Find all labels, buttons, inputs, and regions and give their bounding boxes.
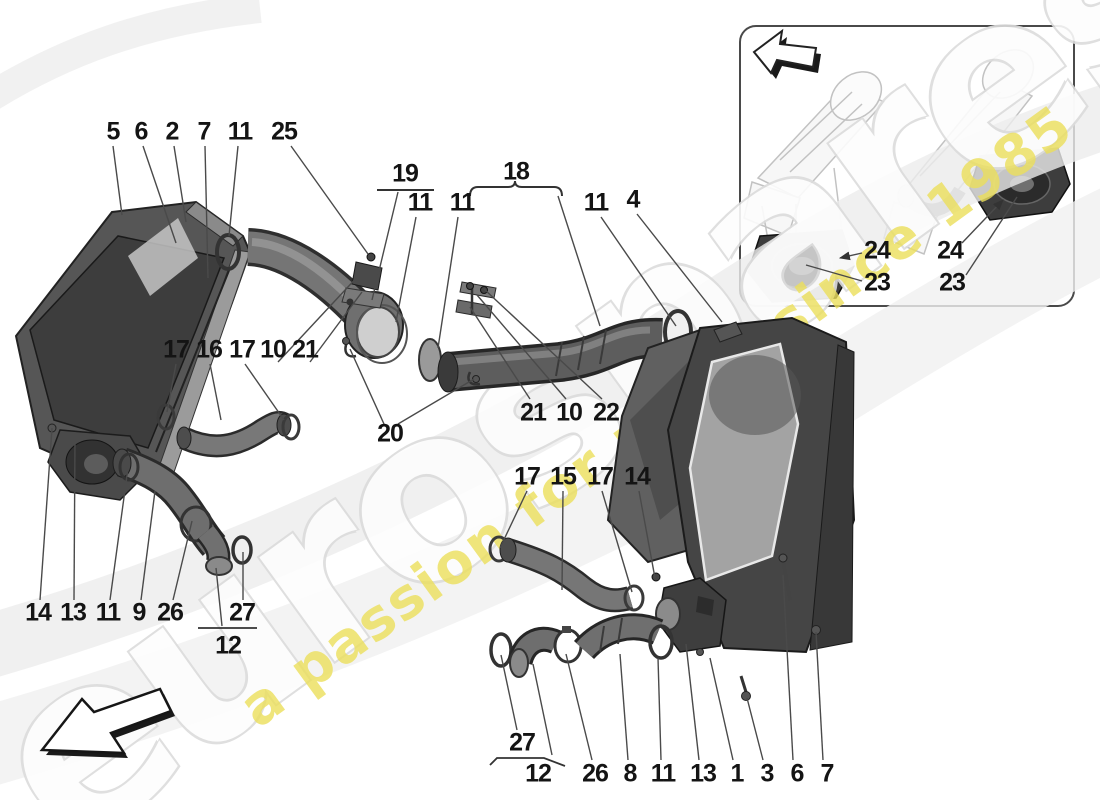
part-number-label-14: 14 (25, 598, 52, 627)
part-number-label-3: 3 (760, 759, 775, 788)
part-number-label-11: 11 (407, 188, 433, 217)
part-number-label-24: 24 (864, 236, 891, 265)
part-number-label-2: 2 (165, 117, 180, 146)
part-number-label-20: 20 (377, 419, 404, 448)
part-number-label-14: 14 (624, 462, 651, 491)
part-number-label-10: 10 (260, 335, 287, 364)
part-number-label-11: 11 (449, 188, 475, 217)
part-number-label-12: 12 (215, 631, 242, 660)
part-number-label-6: 6 (134, 117, 149, 146)
part-number-label-10: 10 (556, 398, 583, 427)
part-number-label-17: 17 (229, 335, 256, 364)
part-number-label-21: 21 (520, 398, 547, 427)
part-number-label-19: 19 (392, 159, 419, 188)
part-number-label-12: 12 (525, 759, 552, 788)
part-number-label-17: 17 (514, 462, 541, 491)
part-number-label-18: 18 (503, 157, 530, 186)
part-number-label-21: 21 (292, 335, 319, 364)
part-number-label-22: 22 (593, 398, 620, 427)
part-number-label-13: 13 (60, 598, 87, 627)
part-number-label-5: 5 (106, 117, 121, 146)
part-number-label-11: 11 (227, 117, 253, 146)
part-number-label-15: 15 (550, 462, 577, 491)
part-number-label-23: 23 (864, 268, 891, 297)
part-number-label-17: 17 (587, 462, 614, 491)
part-number-label-11: 11 (650, 759, 676, 788)
part-number-label-6: 6 (790, 759, 805, 788)
part-number-label-11: 11 (583, 188, 609, 217)
part-number-label-7: 7 (820, 759, 835, 788)
part-number-label-27: 27 (229, 598, 256, 627)
part-number-label-7: 7 (197, 117, 212, 146)
part-number-label-25: 25 (271, 117, 298, 146)
part-number-label-23: 23 (939, 268, 966, 297)
part-number-label-24: 24 (937, 236, 964, 265)
part-number-label-27: 27 (509, 728, 536, 757)
part-number-label-17: 17 (163, 335, 190, 364)
part-number-label-8: 8 (623, 759, 638, 788)
part-number-label-16: 16 (196, 335, 223, 364)
part-number-label-1: 1 (730, 759, 745, 788)
part-number-label-9: 9 (132, 598, 147, 627)
part-number-label-13: 13 (690, 759, 717, 788)
part-number-label-11: 11 (95, 598, 121, 627)
part-number-label-26: 26 (582, 759, 609, 788)
part-number-label-26: 26 (157, 598, 184, 627)
part-number-label-4: 4 (626, 185, 641, 214)
